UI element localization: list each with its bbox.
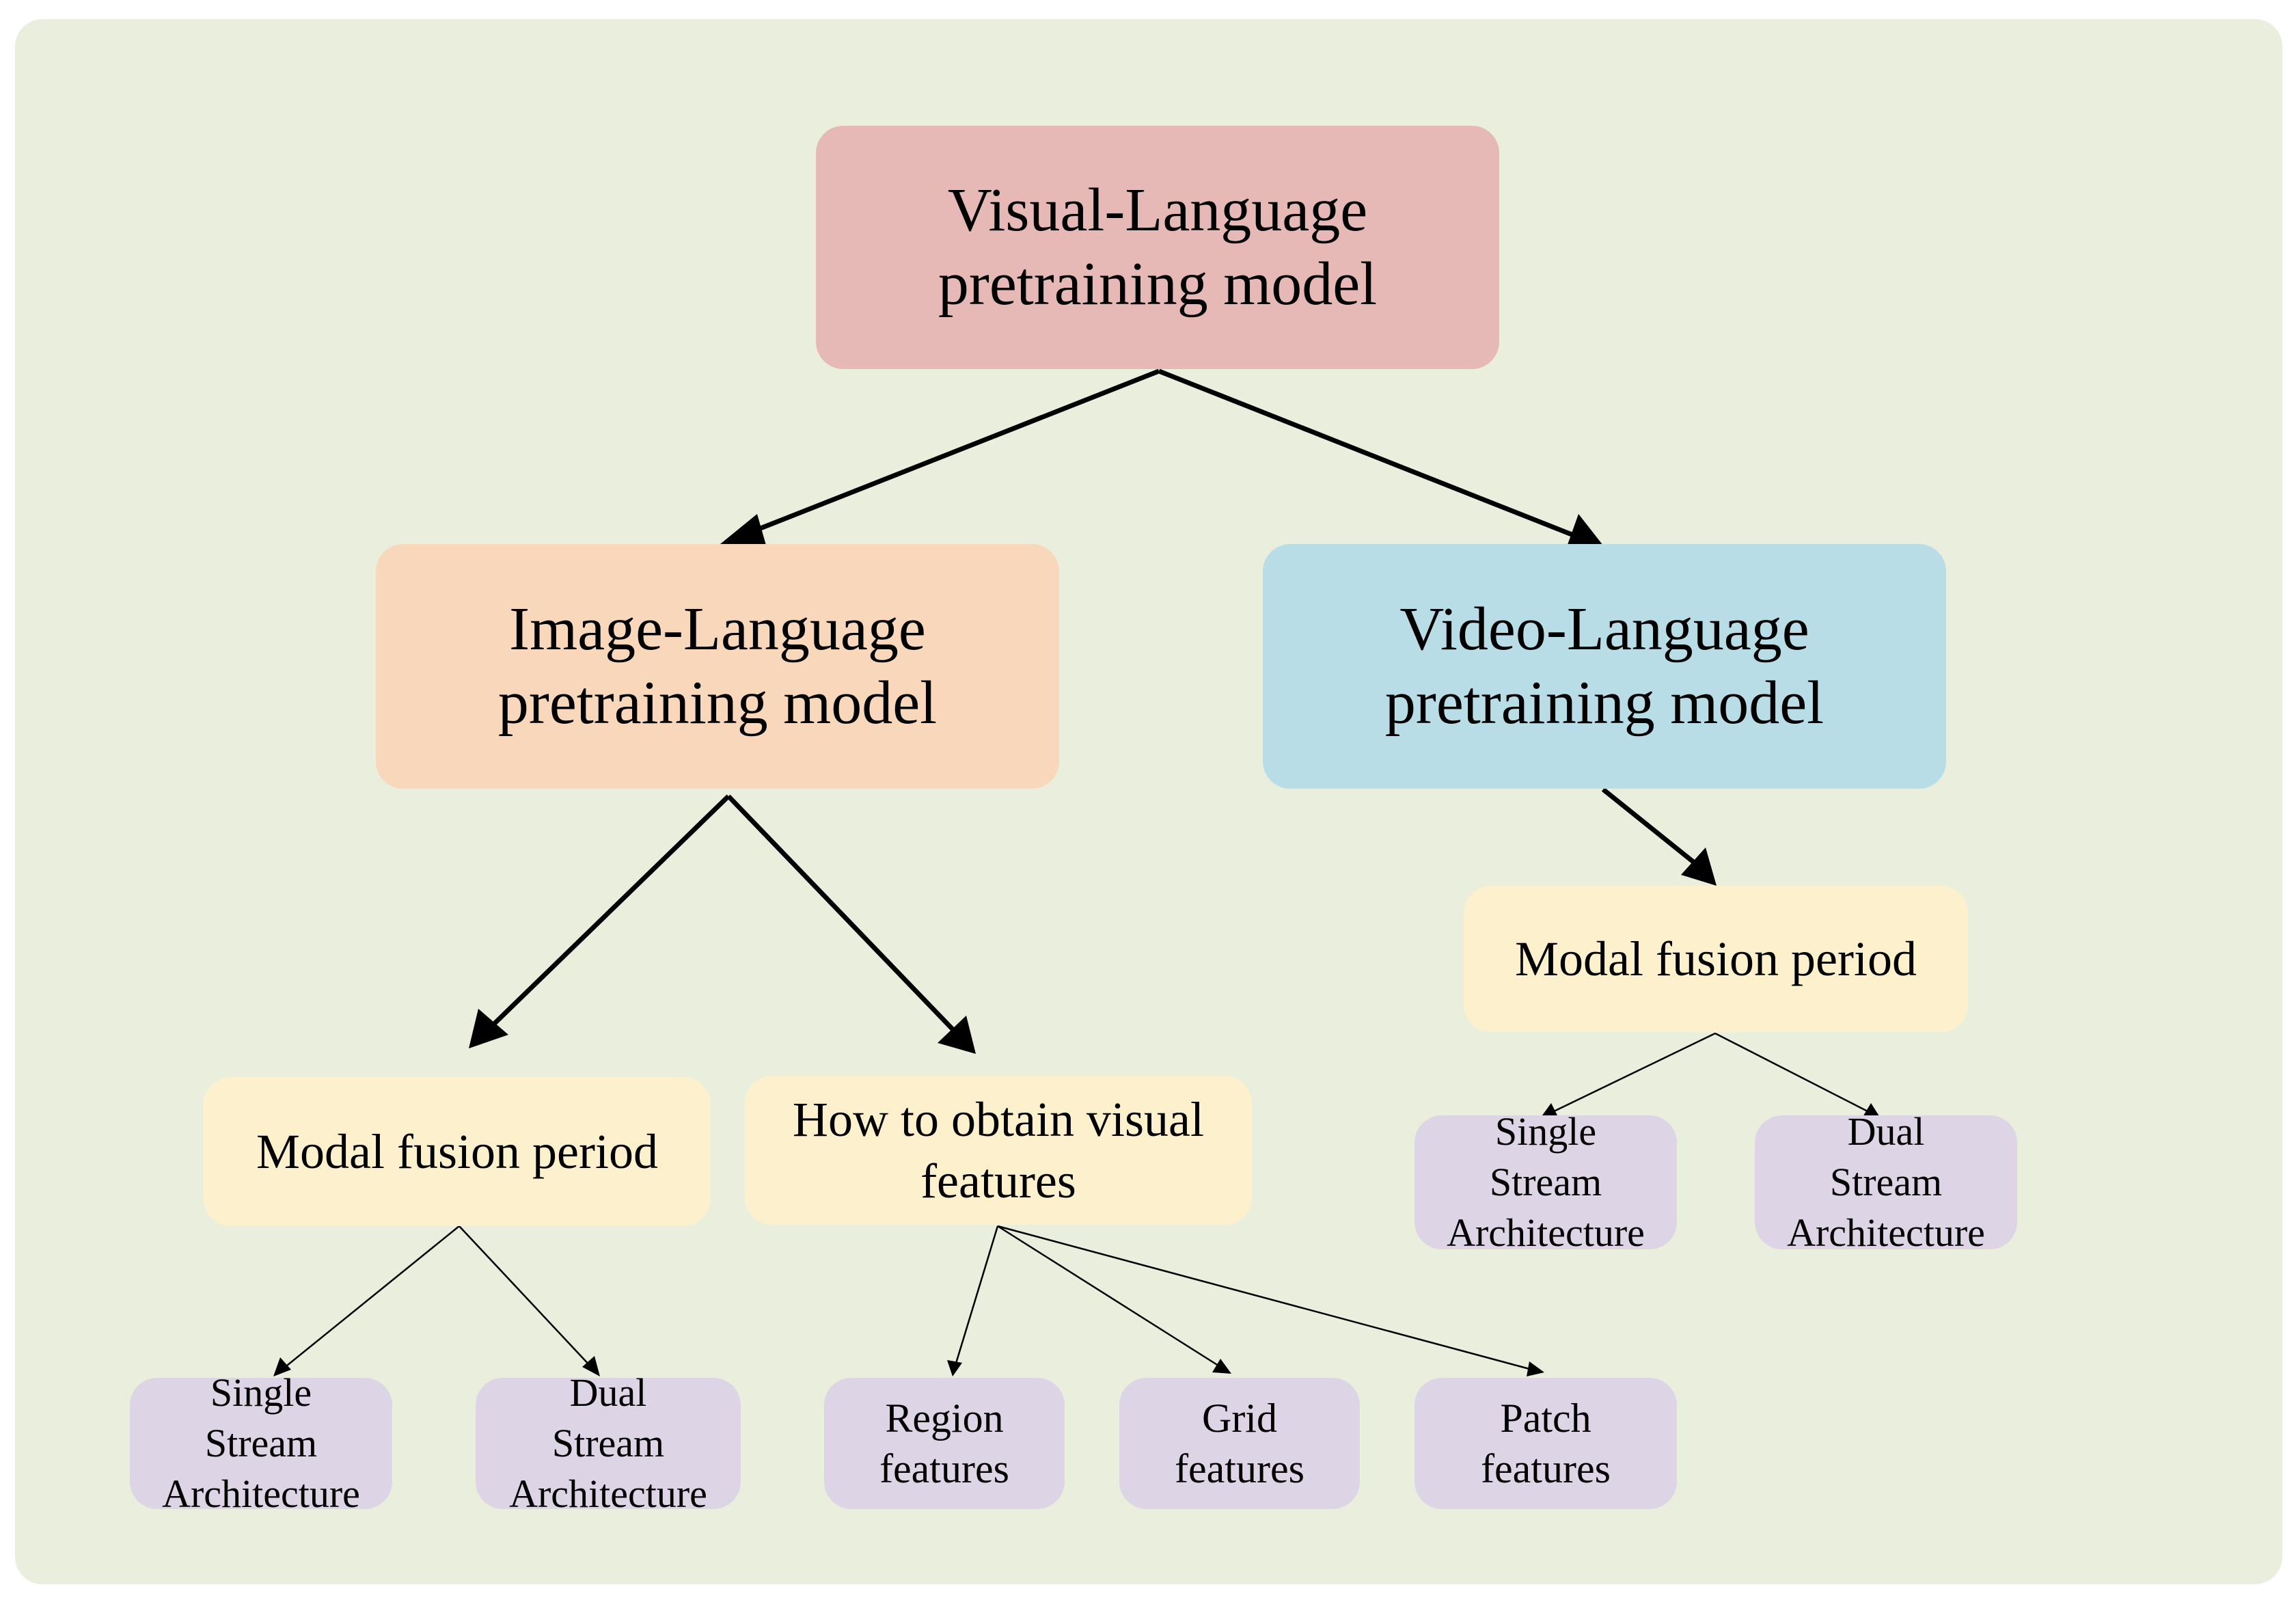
video-language-node: Video-Language pretraining model [1263, 544, 1946, 789]
edge-vfusion-single [1552, 1032, 1716, 1113]
edge-video-fusion [1601, 787, 1695, 864]
arrowhead-visual-region [947, 1360, 962, 1376]
edge-image-visual [726, 794, 956, 1033]
thick-arrows [489, 368, 1695, 1033]
edge-visual-patch [997, 1225, 1533, 1371]
edge-visual-region [954, 1225, 999, 1366]
visual-features-node: How to obtain visual features [745, 1076, 1252, 1225]
edge-root-image [743, 368, 1160, 537]
image-language-node: Image-Language pretraining model [376, 544, 1059, 789]
arrowhead-visual-grid [1212, 1359, 1231, 1374]
video-single-stream-node: Single Stream Architecture [1414, 1109, 1677, 1255]
edge-image-fusion [489, 794, 730, 1029]
edge-ifusion-single [283, 1225, 460, 1369]
arrowhead-image-fusion [469, 1009, 508, 1048]
arrowhead-video-fusion [1681, 847, 1717, 886]
thin-arrowheads [273, 1103, 1881, 1376]
video-dual-stream-node: Dual Stream Architecture [1755, 1109, 2017, 1255]
video-modal-fusion-node: Modal fusion period [1464, 886, 1968, 1032]
image-single-stream-node: Single Stream Architecture [130, 1370, 392, 1516]
arrowhead-image [720, 514, 768, 552]
arrowhead-vfusion-single [1540, 1103, 1558, 1118]
arrowhead-video [1565, 514, 1603, 552]
arrowhead-visual-patch [1527, 1361, 1544, 1376]
image-dual-stream-node: Dual Stream Architecture [476, 1370, 741, 1516]
edge-ifusion-dual [459, 1225, 592, 1368]
image-modal-fusion-node: Modal fusion period [204, 1077, 711, 1226]
root-node: Visual-Language pretraining model [816, 126, 1499, 369]
edge-visual-grid [997, 1225, 1221, 1368]
patch-features-node: Patch features [1414, 1378, 1677, 1509]
edge-vfusion-dual [1714, 1032, 1870, 1113]
region-features-node: Region features [824, 1378, 1065, 1509]
grid-features-node: Grid features [1119, 1378, 1360, 1509]
arrowhead-image-visual [938, 1016, 976, 1054]
edge-root-video [1158, 368, 1573, 537]
arrowhead-vfusion-dual [1863, 1103, 1881, 1118]
thin-arrows [283, 1032, 1870, 1371]
arrowhead-ifusion-dual [582, 1356, 600, 1376]
arrowhead-ifusion-single [273, 1357, 291, 1376]
thick-arrowheads [469, 514, 1717, 1054]
